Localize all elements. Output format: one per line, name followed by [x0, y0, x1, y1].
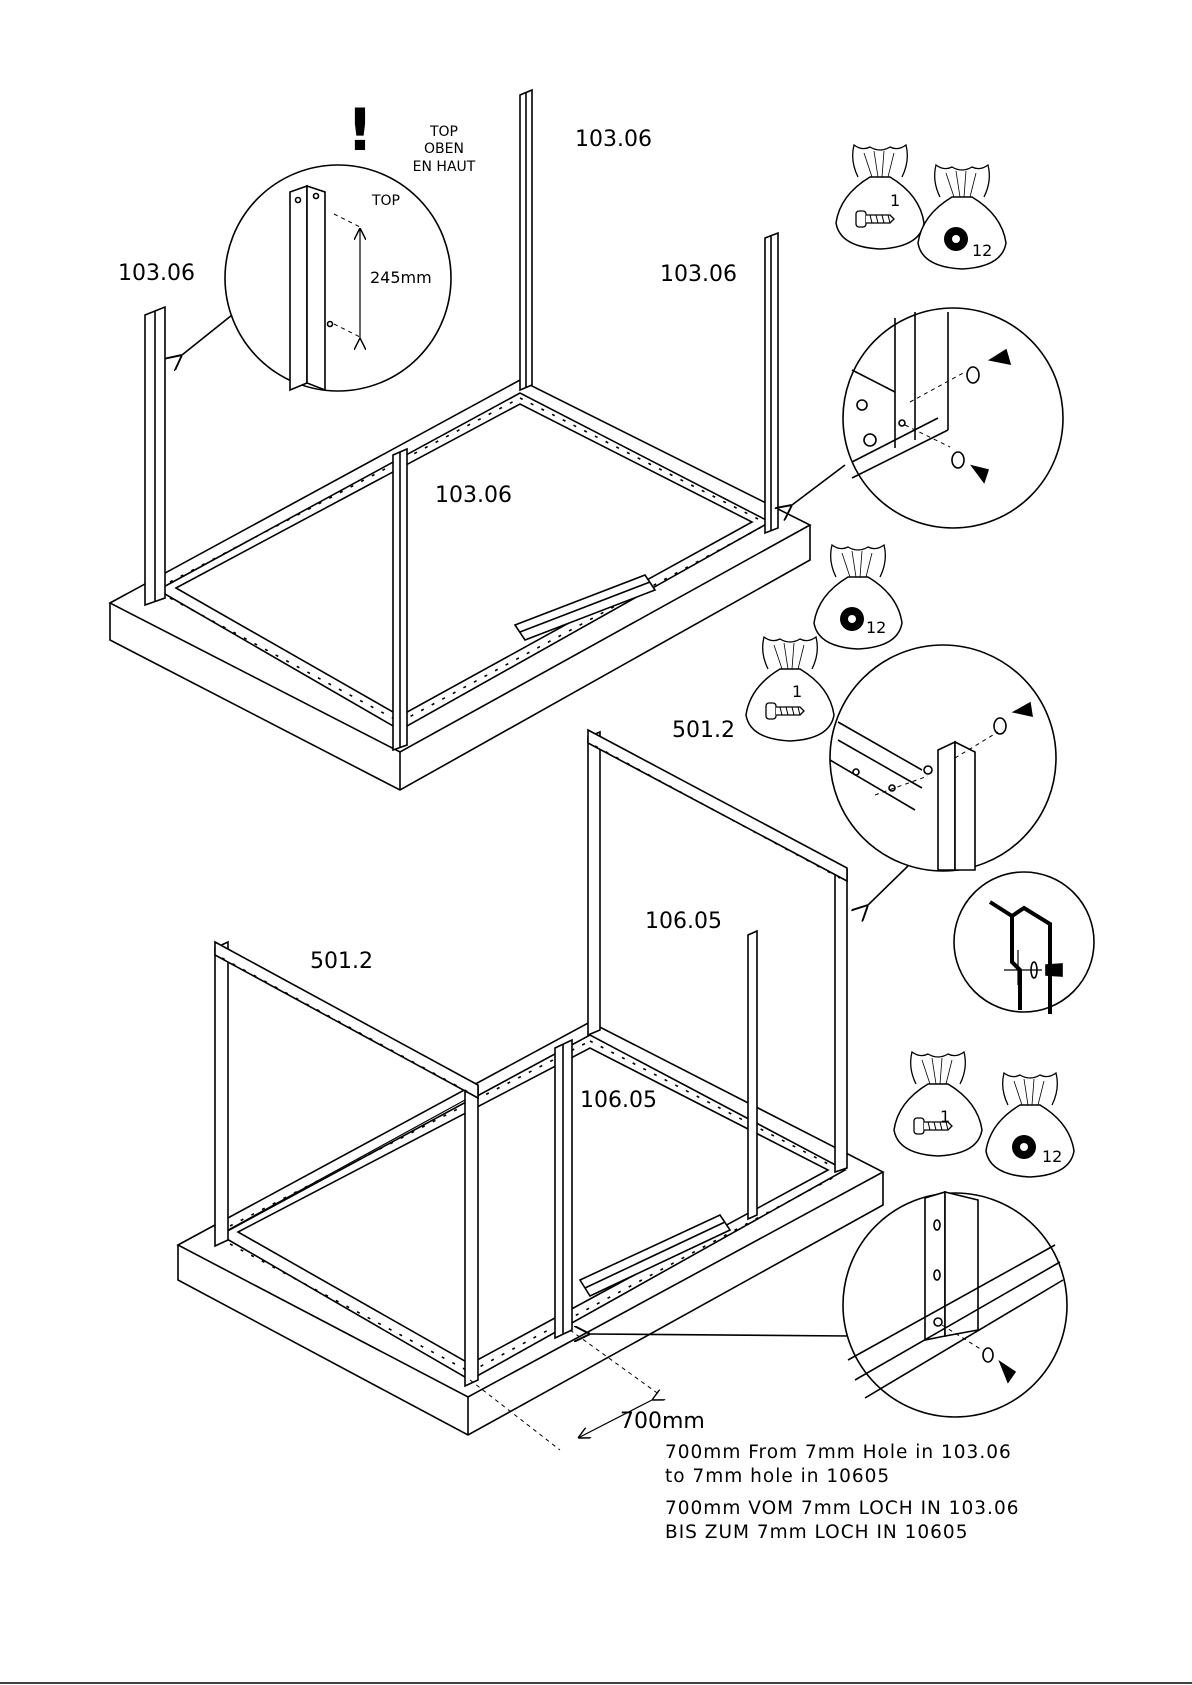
- post-label-door-front: 106.05: [580, 1088, 657, 1113]
- detail-spacing-label: 245mm: [370, 268, 432, 287]
- warning-mark: !: [347, 96, 373, 164]
- washer-bag-icon: [918, 165, 1006, 269]
- top-label-en: TOP: [429, 124, 458, 140]
- post-label-back: 103.06: [575, 127, 652, 152]
- note-de-line2: BIS ZUM 7mm LOCH IN 10605: [665, 1522, 968, 1543]
- note-de-line1: 700mm VOM 7mm LOCH IN 103.06: [665, 1498, 1020, 1519]
- dimension-label: 700mm: [620, 1409, 705, 1434]
- washer-bag-qty-3: 12: [1042, 1147, 1062, 1166]
- detail-corner-fixing: [792, 308, 1063, 528]
- post-label-front: 103.06: [435, 483, 512, 508]
- washer-bag-qty-2: 12: [866, 618, 886, 637]
- screw-bag-qty-2: 1: [792, 682, 802, 701]
- detail-rail-to-post: [830, 645, 1056, 905]
- detail-bottom-fixing: [843, 1192, 1067, 1417]
- screw-bag-icon-3: [894, 1052, 982, 1156]
- detail-top-label: TOP: [371, 193, 400, 209]
- post-label-left: 103.06: [118, 261, 195, 286]
- screw-bag-icon-2: [746, 637, 834, 741]
- screw-bag-icon: [836, 145, 924, 249]
- screw-bag-qty: 1: [890, 191, 900, 210]
- post-label-door-back: 106.05: [645, 909, 722, 934]
- note-en-line2: to 7mm hole in 10605: [665, 1466, 890, 1487]
- rail-label-left: 501.2: [310, 949, 373, 974]
- frame-assembly-step2: [178, 730, 883, 1450]
- washer-bag-qty: 12: [972, 241, 992, 260]
- screw-bag-qty-3: 1: [940, 1107, 950, 1126]
- top-label-fr: EN HAUT: [413, 159, 476, 175]
- top-label-de: OBEN: [424, 141, 464, 157]
- rail-label-back: 501.2: [672, 718, 735, 743]
- post-label-right: 103.06: [660, 262, 737, 287]
- detail-profile-section: [954, 872, 1094, 1014]
- washer-bag-icon-2: [814, 545, 902, 649]
- note-en-line1: 700mm From 7mm Hole in 103.06: [665, 1442, 1012, 1463]
